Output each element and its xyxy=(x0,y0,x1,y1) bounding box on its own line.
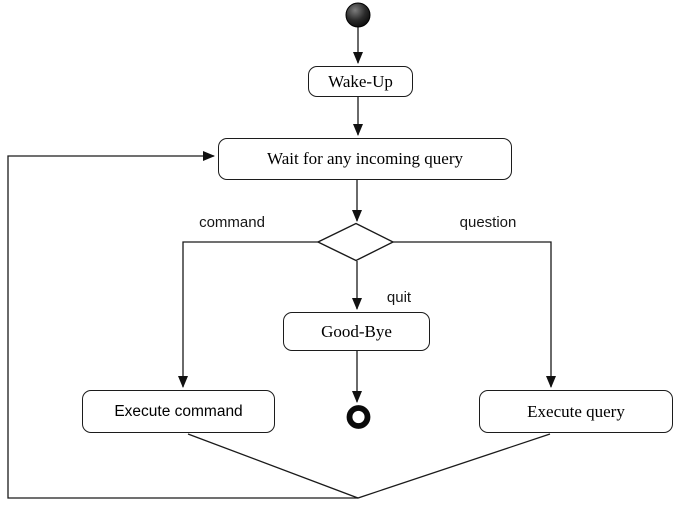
edge-decision-to-execute-query xyxy=(393,241,556,388)
edge-label-command: command xyxy=(199,214,265,231)
activity-node-execute-query: Execute query xyxy=(479,390,673,433)
final-node xyxy=(346,405,371,429)
activity-node-good-bye: Good-Bye xyxy=(283,312,430,351)
edge-decision-to-execute-command xyxy=(178,241,318,388)
activity-node-wake-up: Wake-Up xyxy=(308,66,413,97)
decision-diamond xyxy=(316,222,395,262)
activity-node-execute-command: Execute command xyxy=(82,390,275,433)
edge-merge-v xyxy=(187,433,551,499)
edge-label-question: question xyxy=(459,214,517,231)
edge-label-quit: quit xyxy=(386,289,412,306)
edge-feedback-to-wait xyxy=(7,151,358,499)
activity-node-wait-query: Wait for any incoming query xyxy=(218,138,512,180)
initial-node xyxy=(345,2,371,28)
